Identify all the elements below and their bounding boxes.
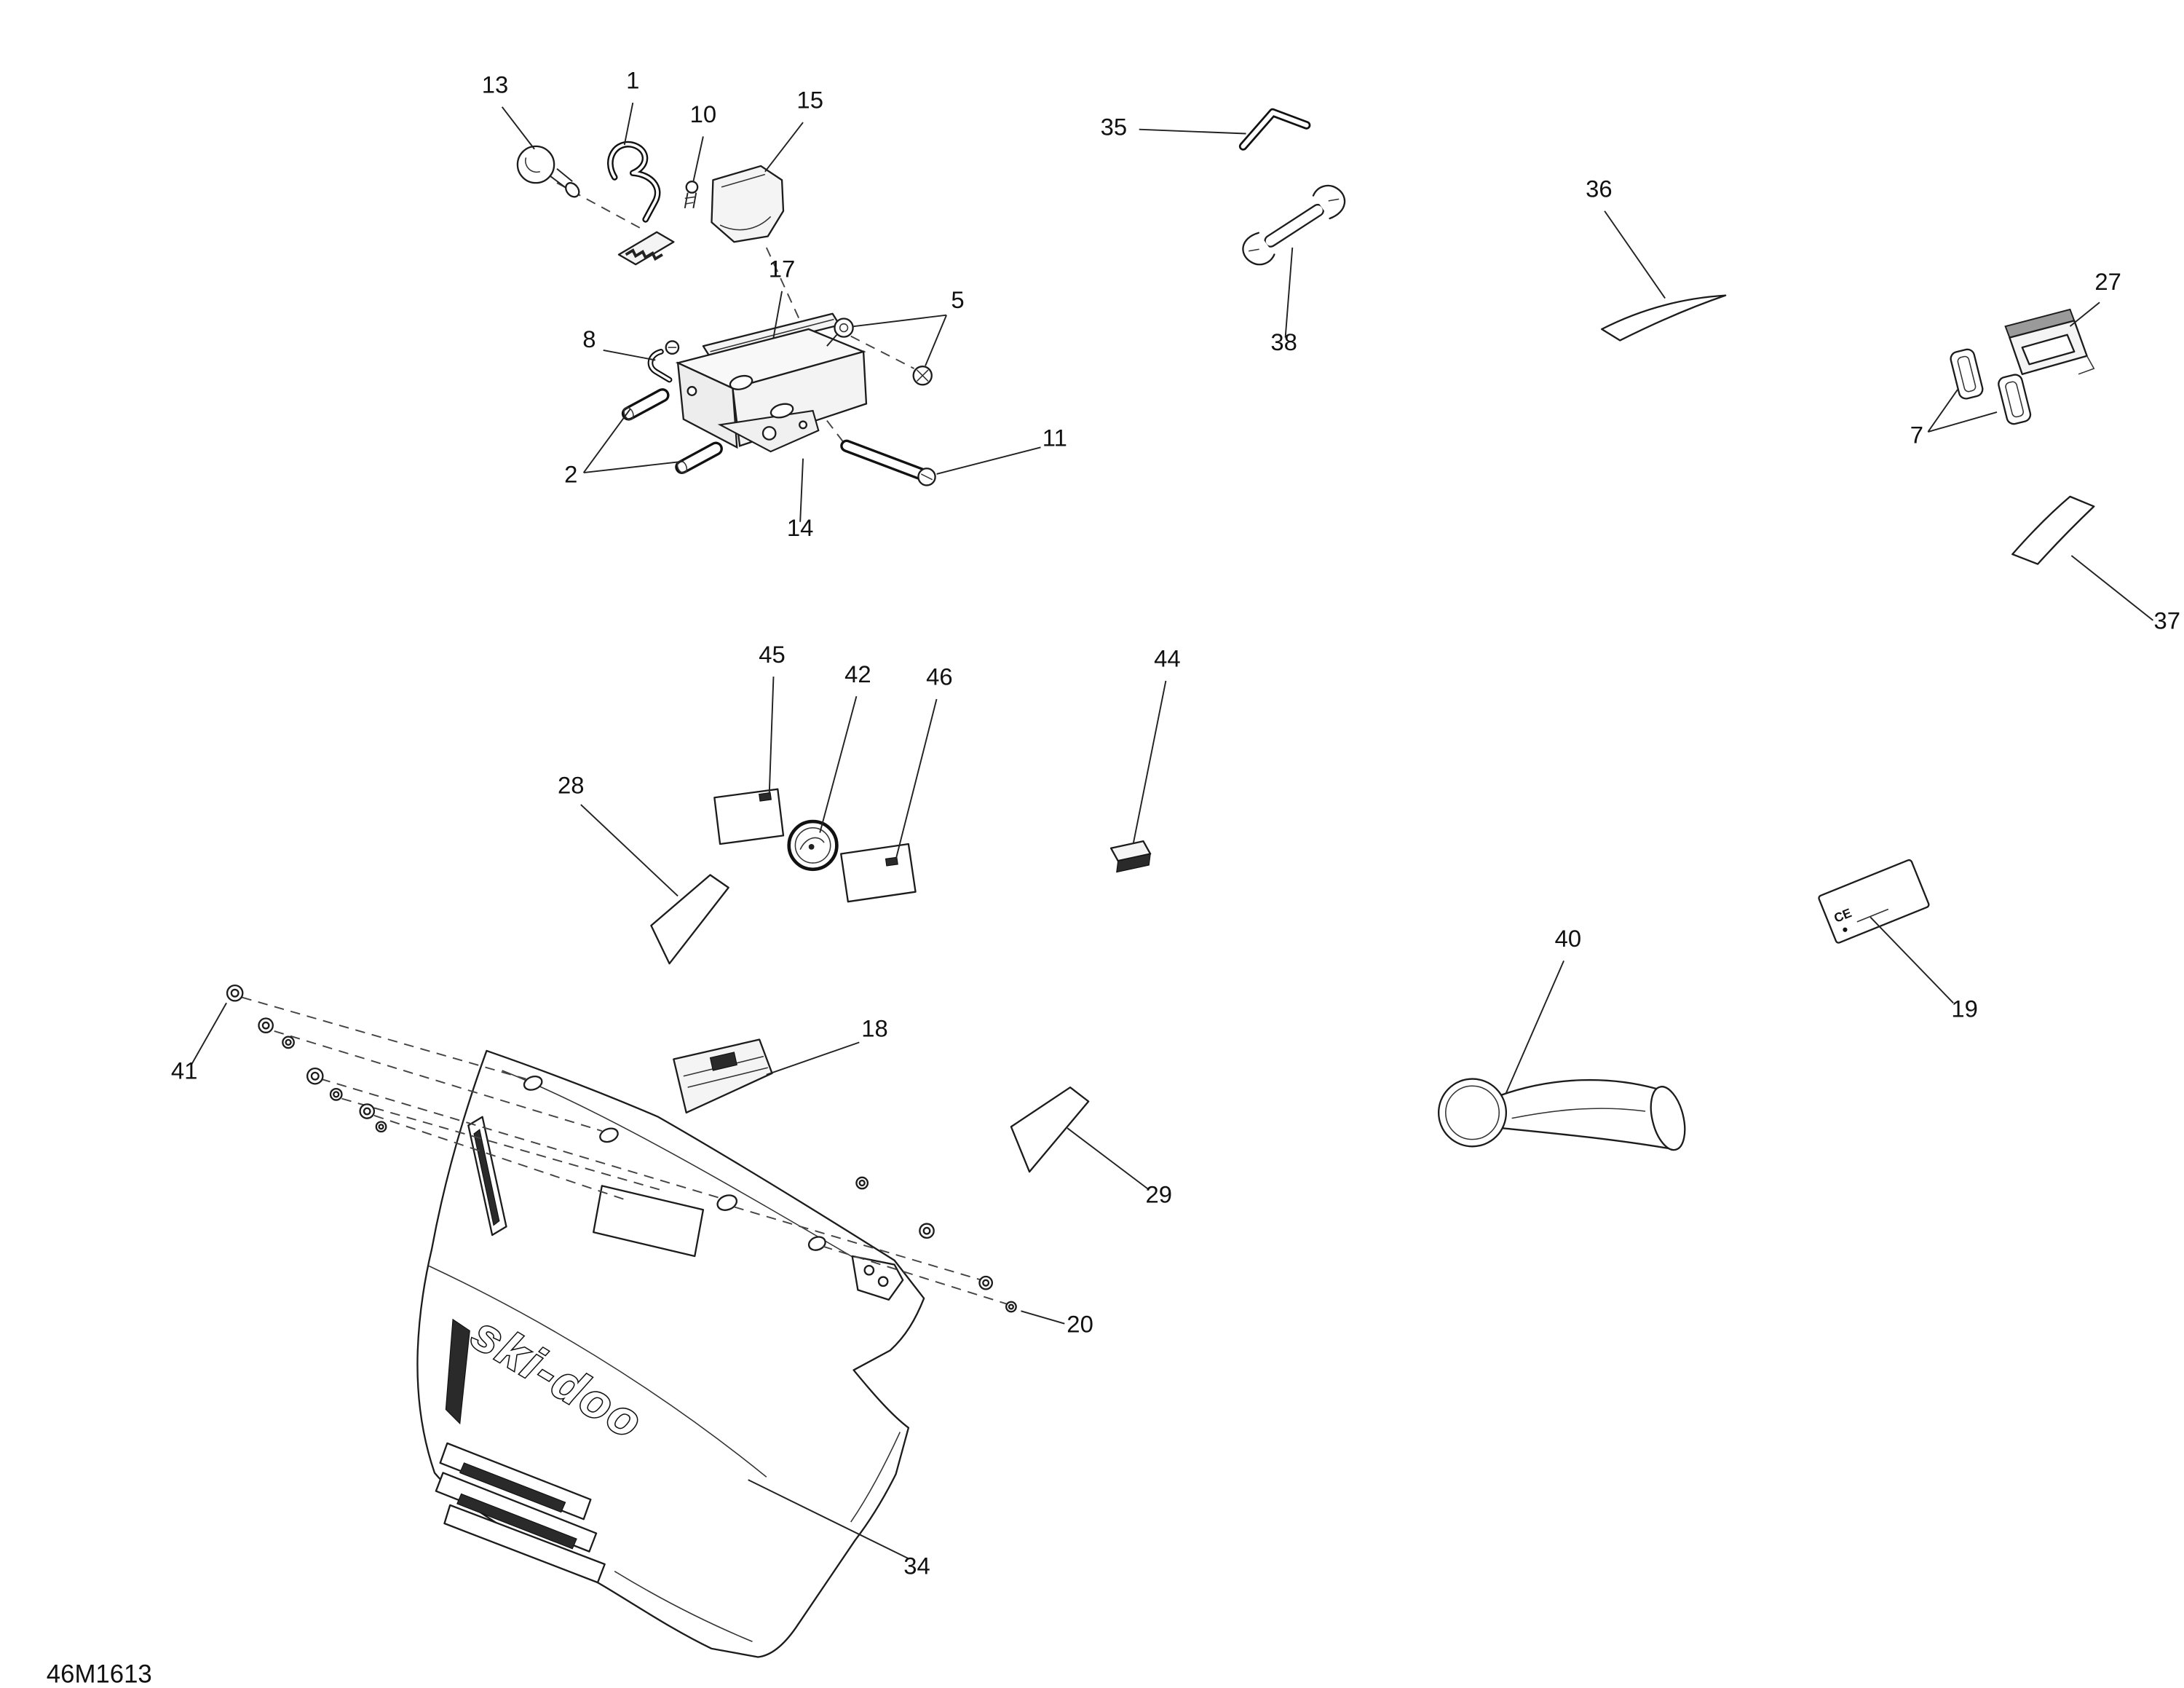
part-1-retainer-clip <box>607 141 661 223</box>
callout-45: 45 <box>759 641 786 668</box>
callout-19: 19 <box>1951 995 1978 1022</box>
callout-29: 29 <box>1145 1181 1172 1208</box>
callout-40: 40 <box>1555 925 1582 952</box>
part-19-label: CE <box>1818 859 1930 944</box>
callout-20: 20 <box>1067 1310 1093 1337</box>
part-11-long-pin <box>840 439 936 486</box>
part-42-badge <box>787 819 839 872</box>
callout-leader-lines <box>190 102 2154 1560</box>
callout-27: 27 <box>2094 268 2121 295</box>
part-15-cap-cover <box>711 165 785 243</box>
callout-41: 41 <box>171 1057 198 1084</box>
callout-14: 14 <box>787 514 814 541</box>
part-5-fasteners <box>826 318 933 386</box>
hood-hole <box>807 1236 826 1251</box>
serrated-latch-strip <box>617 231 675 266</box>
part-46-decal <box>840 843 917 903</box>
callout-42: 42 <box>844 660 871 687</box>
callout-36: 36 <box>1586 175 1613 202</box>
callout-7: 7 <box>1910 421 1923 448</box>
part-40-horn <box>1437 1078 1686 1151</box>
callout-34: 34 <box>903 1553 930 1579</box>
callout-8: 8 <box>582 326 596 352</box>
drawing-code: 46M1613 <box>47 1660 152 1688</box>
part-44-clip <box>1109 840 1152 873</box>
callout-28: 28 <box>558 771 585 798</box>
callout-38: 38 <box>1270 328 1297 355</box>
callout-10: 10 <box>690 100 717 127</box>
callout-1: 1 <box>626 67 639 94</box>
callout-18: 18 <box>861 1015 888 1042</box>
callout-labels: 13 1 10 15 17 5 8 2 14 11 35 38 36 27 7 … <box>171 67 2180 1579</box>
part-18-vent <box>673 1038 773 1114</box>
hood-hole <box>599 1127 619 1143</box>
part-34-hood-body: ski-doo <box>416 1049 925 1658</box>
part-29-decal <box>1010 1086 1090 1173</box>
part-20-washers <box>855 1176 1017 1313</box>
callout-35: 35 <box>1101 113 1128 140</box>
callout-37: 37 <box>2154 607 2181 634</box>
callout-17: 17 <box>769 256 796 283</box>
part-2-pins <box>621 388 723 474</box>
part-38-wrench <box>1242 184 1346 266</box>
part-27-latch <box>2004 308 2095 375</box>
part-36-decal <box>1601 294 1727 342</box>
part-13-lock-knob <box>516 145 580 198</box>
alignment-dashed-lines <box>242 182 1008 1305</box>
hood-grille <box>435 1442 606 1584</box>
hood-hole <box>523 1075 543 1091</box>
callout-44: 44 <box>1154 645 1181 672</box>
callout-5: 5 <box>951 286 964 313</box>
part-37-decal <box>2011 495 2095 565</box>
part-8-hook-screw <box>647 340 680 383</box>
callout-15: 15 <box>796 87 823 114</box>
part-28-decal <box>650 874 729 965</box>
part-45-decal <box>713 788 785 845</box>
callout-46: 46 <box>926 663 953 690</box>
part-10-screw <box>684 181 699 209</box>
part-7-frames <box>1950 348 2032 425</box>
part-14-bracket <box>675 328 868 453</box>
hood-plate-recess <box>593 1185 705 1258</box>
part-35-hex-key <box>1238 108 1311 151</box>
part-41-washers <box>226 984 387 1133</box>
hood-hole <box>716 1194 738 1211</box>
callout-11: 11 <box>1042 424 1067 451</box>
callout-13: 13 <box>482 71 509 98</box>
callout-2: 2 <box>564 461 577 488</box>
